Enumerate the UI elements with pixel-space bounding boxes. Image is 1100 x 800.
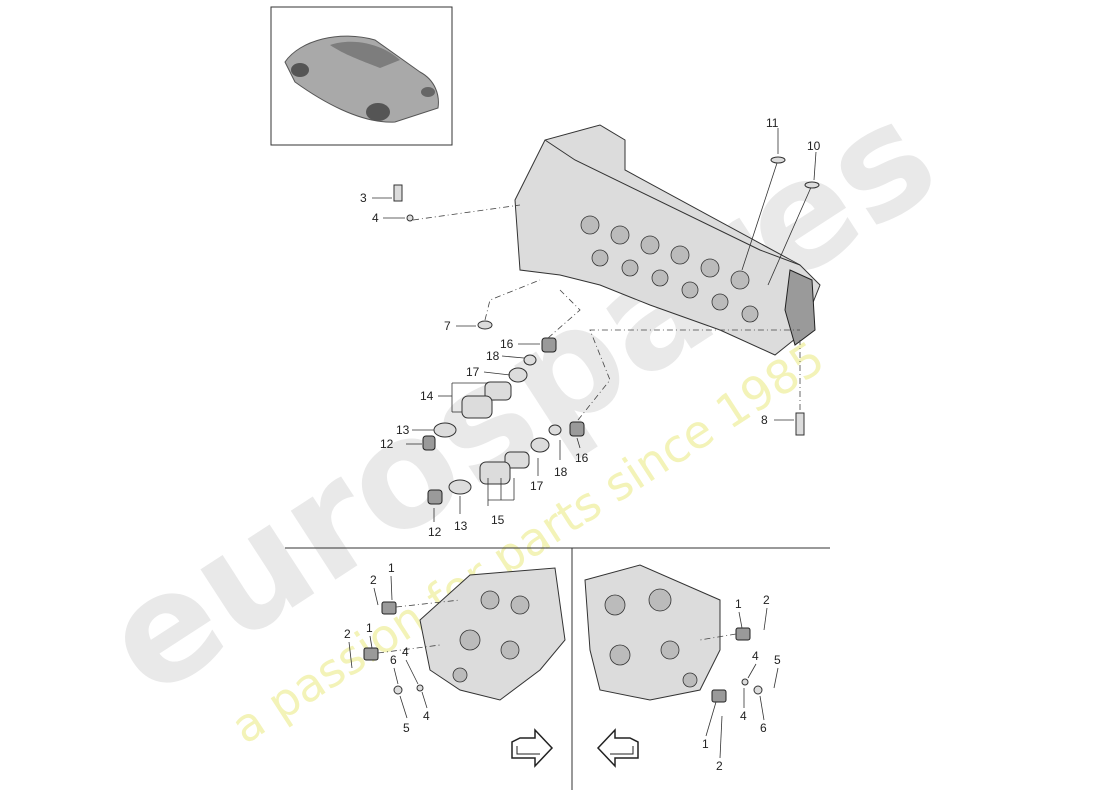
callout-4-lr-bottom: 4 bbox=[740, 709, 747, 723]
leader-lines-lower bbox=[348, 575, 779, 759]
callout-3: 3 bbox=[360, 191, 367, 205]
callout-13-upper: 13 bbox=[396, 423, 410, 437]
callout-4-lr-top: 4 bbox=[752, 649, 759, 663]
callout-1-ll-top: 1 bbox=[388, 561, 395, 575]
callout-17-upper: 17 bbox=[466, 365, 480, 379]
callout-13-lower: 13 bbox=[454, 519, 468, 533]
callout-16-upper: 16 bbox=[500, 337, 514, 351]
callout-18-lower: 18 bbox=[554, 465, 568, 479]
callout-1-lr-top: 1 bbox=[735, 597, 742, 611]
engine-view-right bbox=[584, 564, 763, 703]
callout-4: 4 bbox=[372, 211, 379, 225]
spring-stack-lower bbox=[427, 329, 800, 505]
callout-2-lr-bottom: 2 bbox=[716, 759, 723, 773]
engine-view-left bbox=[363, 567, 566, 701]
callout-4-ll-bottom: 4 bbox=[423, 709, 430, 723]
callouts: 3 4 11 10 7 8 16 18 17 14 13 12 17 18 16… bbox=[344, 116, 821, 773]
car-thumbnail-icon bbox=[284, 35, 439, 123]
callout-15: 15 bbox=[491, 513, 505, 527]
callout-7: 7 bbox=[444, 319, 451, 333]
valve-parts bbox=[741, 156, 820, 286]
callout-11: 11 bbox=[766, 116, 779, 130]
spring-stack-upper bbox=[422, 289, 581, 451]
callout-17-lower: 17 bbox=[530, 479, 544, 493]
callout-2-ll-mid: 2 bbox=[344, 627, 351, 641]
callout-5-lr: 5 bbox=[774, 653, 781, 667]
callout-4-ll-top: 4 bbox=[402, 645, 409, 659]
callout-1-lr-bottom: 1 bbox=[702, 737, 709, 751]
callout-2-ll-top: 2 bbox=[370, 573, 377, 587]
callout-2-lr-top: 2 bbox=[763, 593, 770, 607]
callout-12-lower: 12 bbox=[428, 525, 442, 539]
sensor-left bbox=[393, 184, 521, 222]
seal-and-sensor bbox=[477, 279, 805, 436]
callout-8: 8 bbox=[761, 413, 768, 427]
cylinder-head bbox=[514, 124, 821, 356]
callout-12-upper: 12 bbox=[380, 437, 394, 451]
direction-arrow-left-icon bbox=[596, 728, 639, 768]
callout-16-lower: 16 bbox=[575, 451, 589, 465]
callout-10: 10 bbox=[807, 139, 821, 153]
direction-arrow-right-icon bbox=[511, 728, 554, 768]
callout-1-ll-mid: 1 bbox=[366, 621, 373, 635]
callout-18-upper: 18 bbox=[486, 349, 500, 363]
callout-6-lr: 6 bbox=[760, 721, 767, 735]
callout-6-ll: 6 bbox=[390, 653, 397, 667]
car-thumbnail bbox=[270, 6, 453, 146]
callout-14: 14 bbox=[420, 389, 434, 403]
callout-5-ll: 5 bbox=[403, 721, 410, 735]
leader-lines bbox=[372, 128, 817, 522]
